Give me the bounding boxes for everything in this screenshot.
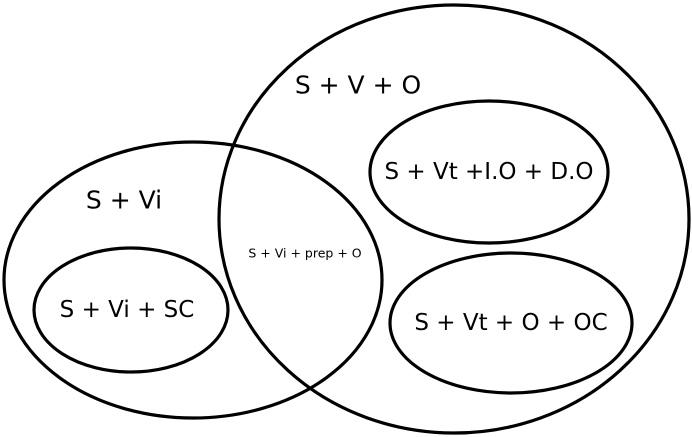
label-s-v-o: S + V + O <box>295 71 421 100</box>
label-intersection: S + Vi + prep + O <box>248 246 361 261</box>
set-ellipse-s-vt-o-oc <box>388 251 634 395</box>
label-s-vt-o-oc: S + Vt + O + OC <box>414 310 607 336</box>
label-s-vi-sc: S + Vi + SC <box>60 297 195 323</box>
set-ellipse-s-vi <box>2 140 384 420</box>
label-s-vt-io-do: S + Vt +I.O + D.O <box>384 159 593 185</box>
set-ellipse-s-vt-io-do <box>368 99 610 245</box>
set-circle-svo <box>217 3 691 435</box>
set-ellipse-s-vi-sc <box>32 246 230 374</box>
label-s-vi: S + Vi <box>86 186 162 215</box>
